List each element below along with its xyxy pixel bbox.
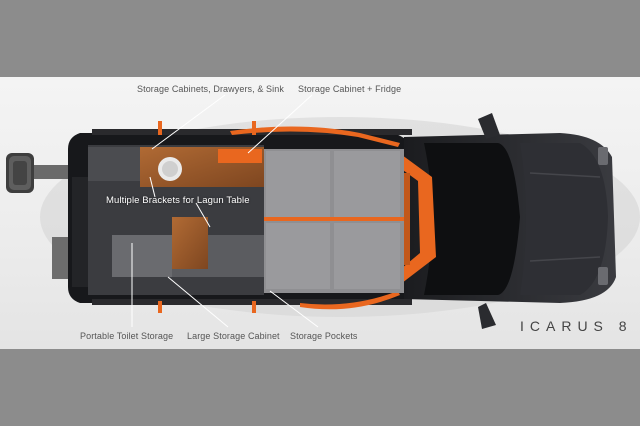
orange-strap-4 (252, 301, 256, 313)
hood-crease-top (529, 172, 601, 178)
front-rack-lights (404, 173, 410, 265)
front-light-top (598, 147, 608, 165)
orange-strap-2 (252, 121, 256, 135)
bed-mattress (264, 149, 404, 293)
label-large-storage-cabinet: Large Storage Cabinet (187, 331, 280, 341)
rear-bumper (34, 165, 78, 179)
diagram-canvas: Storage Cabinets, Drawyers, & Sink Stora… (0, 77, 640, 349)
label-storage-cabinet-fridge: Storage Cabinet + Fridge (298, 84, 402, 94)
label-portable-toilet: Portable Toilet Storage (80, 331, 174, 341)
rear-door (72, 177, 88, 287)
counter-grey-panel (88, 147, 140, 181)
camper-truck-top-view (6, 94, 640, 329)
windshield (424, 143, 520, 295)
mirror-top (478, 113, 500, 139)
front-light-bottom (598, 267, 608, 285)
leader-storage-pockets (269, 290, 319, 328)
orange-strap-1 (158, 121, 162, 135)
fridge-block (218, 149, 262, 163)
bench-cabinet-top (112, 235, 172, 277)
label-storage-cabinets-sink: Storage Cabinets, Drawyers, & Sink (137, 84, 284, 94)
leader-brackets-table-1 (149, 176, 156, 198)
brand-wordmark: ICARUS 8 (520, 318, 633, 334)
hood (520, 143, 608, 295)
bottom-orange-rail (300, 291, 400, 310)
spare-tire-icon (6, 153, 34, 193)
mirror-bottom (478, 303, 496, 329)
label-storage-pockets: Storage Pockets (290, 331, 358, 341)
orange-strap-3 (158, 301, 162, 313)
lagun-table-front (172, 219, 208, 269)
leader-storage-cabinets-sink (151, 94, 226, 150)
leader-brackets-table-2 (195, 202, 211, 228)
front-rack (396, 155, 436, 283)
sink-icon (158, 157, 182, 181)
leader-large-storage-cabinet (167, 276, 229, 328)
hood-crease-bottom (529, 256, 601, 262)
leader-storage-cabinet-fridge (247, 94, 313, 154)
top-orange-rail (230, 126, 400, 147)
label-brackets-table: Multiple Brackets for Lagun Table (106, 195, 250, 206)
